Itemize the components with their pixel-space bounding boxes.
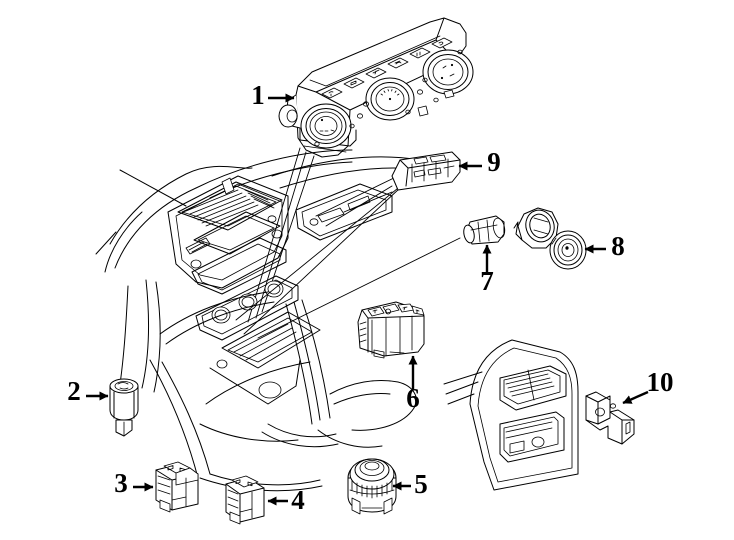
callout-label-8: 8 — [611, 231, 625, 261]
callout-label-3: 3 — [114, 468, 128, 498]
part-7-lighter-element — [463, 215, 506, 245]
callout-label-10: 10 — [647, 367, 674, 397]
infotainment-display — [185, 211, 283, 269]
callout-label-6: 6 — [406, 383, 420, 413]
callout-label-2: 2 — [67, 376, 81, 406]
part-4-rocker-switch — [225, 475, 265, 525]
part-6-window-switch-panel — [357, 301, 425, 359]
callout-arrows — [86, 93, 649, 506]
callout-numbers: 1 2 3 4 5 6 7 8 9 10 — [67, 80, 673, 515]
hvac-knob-middle — [365, 77, 415, 121]
dash-vent-grille — [177, 177, 283, 231]
hvac-knob-right — [422, 49, 474, 95]
part-5-rotary-knob — [347, 458, 397, 515]
part-2-cylinder-switch — [109, 378, 139, 437]
part-1-climate-control-head — [278, 17, 474, 158]
rear-console-vent — [443, 339, 579, 491]
part-3-rocker-switch — [155, 461, 199, 513]
callout-label-1: 1 — [251, 80, 265, 110]
callout-label-7: 7 — [480, 266, 494, 296]
part-9-switch-strip — [391, 151, 461, 191]
leader-lines-part-1 — [247, 147, 315, 323]
callout-label-9: 9 — [487, 147, 501, 177]
part-8-power-socket — [513, 207, 587, 270]
hvac-knob-left — [300, 103, 352, 149]
center-console — [149, 291, 417, 492]
hvac-button-row — [321, 37, 453, 99]
instrument-panel-scene — [95, 149, 461, 492]
callout-label-5: 5 — [414, 469, 428, 499]
leader-lines-console — [235, 175, 461, 339]
part-10-connector-block — [585, 391, 635, 445]
callout-label-4: 4 — [291, 485, 305, 515]
